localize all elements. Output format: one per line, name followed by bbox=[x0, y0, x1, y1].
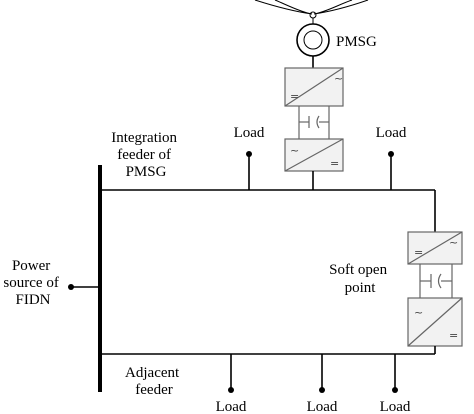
svg-text:~: ~ bbox=[449, 236, 458, 249]
svg-text:=: = bbox=[290, 90, 299, 103]
load-3: Load bbox=[216, 354, 247, 414]
wind-turbine-icon bbox=[254, 0, 369, 24]
svg-text:~: ~ bbox=[414, 306, 423, 319]
integration-feeder-label: Integration feeder of PMSG bbox=[111, 130, 181, 180]
load-4: Load bbox=[307, 354, 338, 414]
svg-text:=: = bbox=[330, 157, 339, 170]
soft-open-point: = ~ ~ = bbox=[407, 231, 463, 347]
pmsg-generator bbox=[296, 23, 330, 57]
power-source-label: Power source of FIDN bbox=[3, 258, 62, 308]
load-label: Load bbox=[380, 399, 411, 414]
svg-text:=: = bbox=[414, 246, 423, 259]
pmsg-converter: ~ = ~ = bbox=[284, 67, 344, 172]
load-label: Load bbox=[234, 125, 265, 141]
load-label: Load bbox=[216, 399, 247, 414]
soft-open-point-label: Soft open point bbox=[329, 262, 391, 296]
load-2: Load bbox=[376, 125, 407, 190]
adjacent-feeder-label: Adjacent feeder bbox=[125, 365, 183, 398]
svg-text:=: = bbox=[449, 329, 458, 342]
pmsg-label: PMSG bbox=[336, 34, 377, 50]
load-label: Load bbox=[307, 399, 338, 414]
svg-text:~: ~ bbox=[290, 144, 299, 157]
load-label: Load bbox=[376, 125, 407, 141]
load-1: Load bbox=[234, 125, 265, 190]
svg-text:~: ~ bbox=[334, 72, 343, 85]
load-5: Load bbox=[380, 354, 411, 414]
